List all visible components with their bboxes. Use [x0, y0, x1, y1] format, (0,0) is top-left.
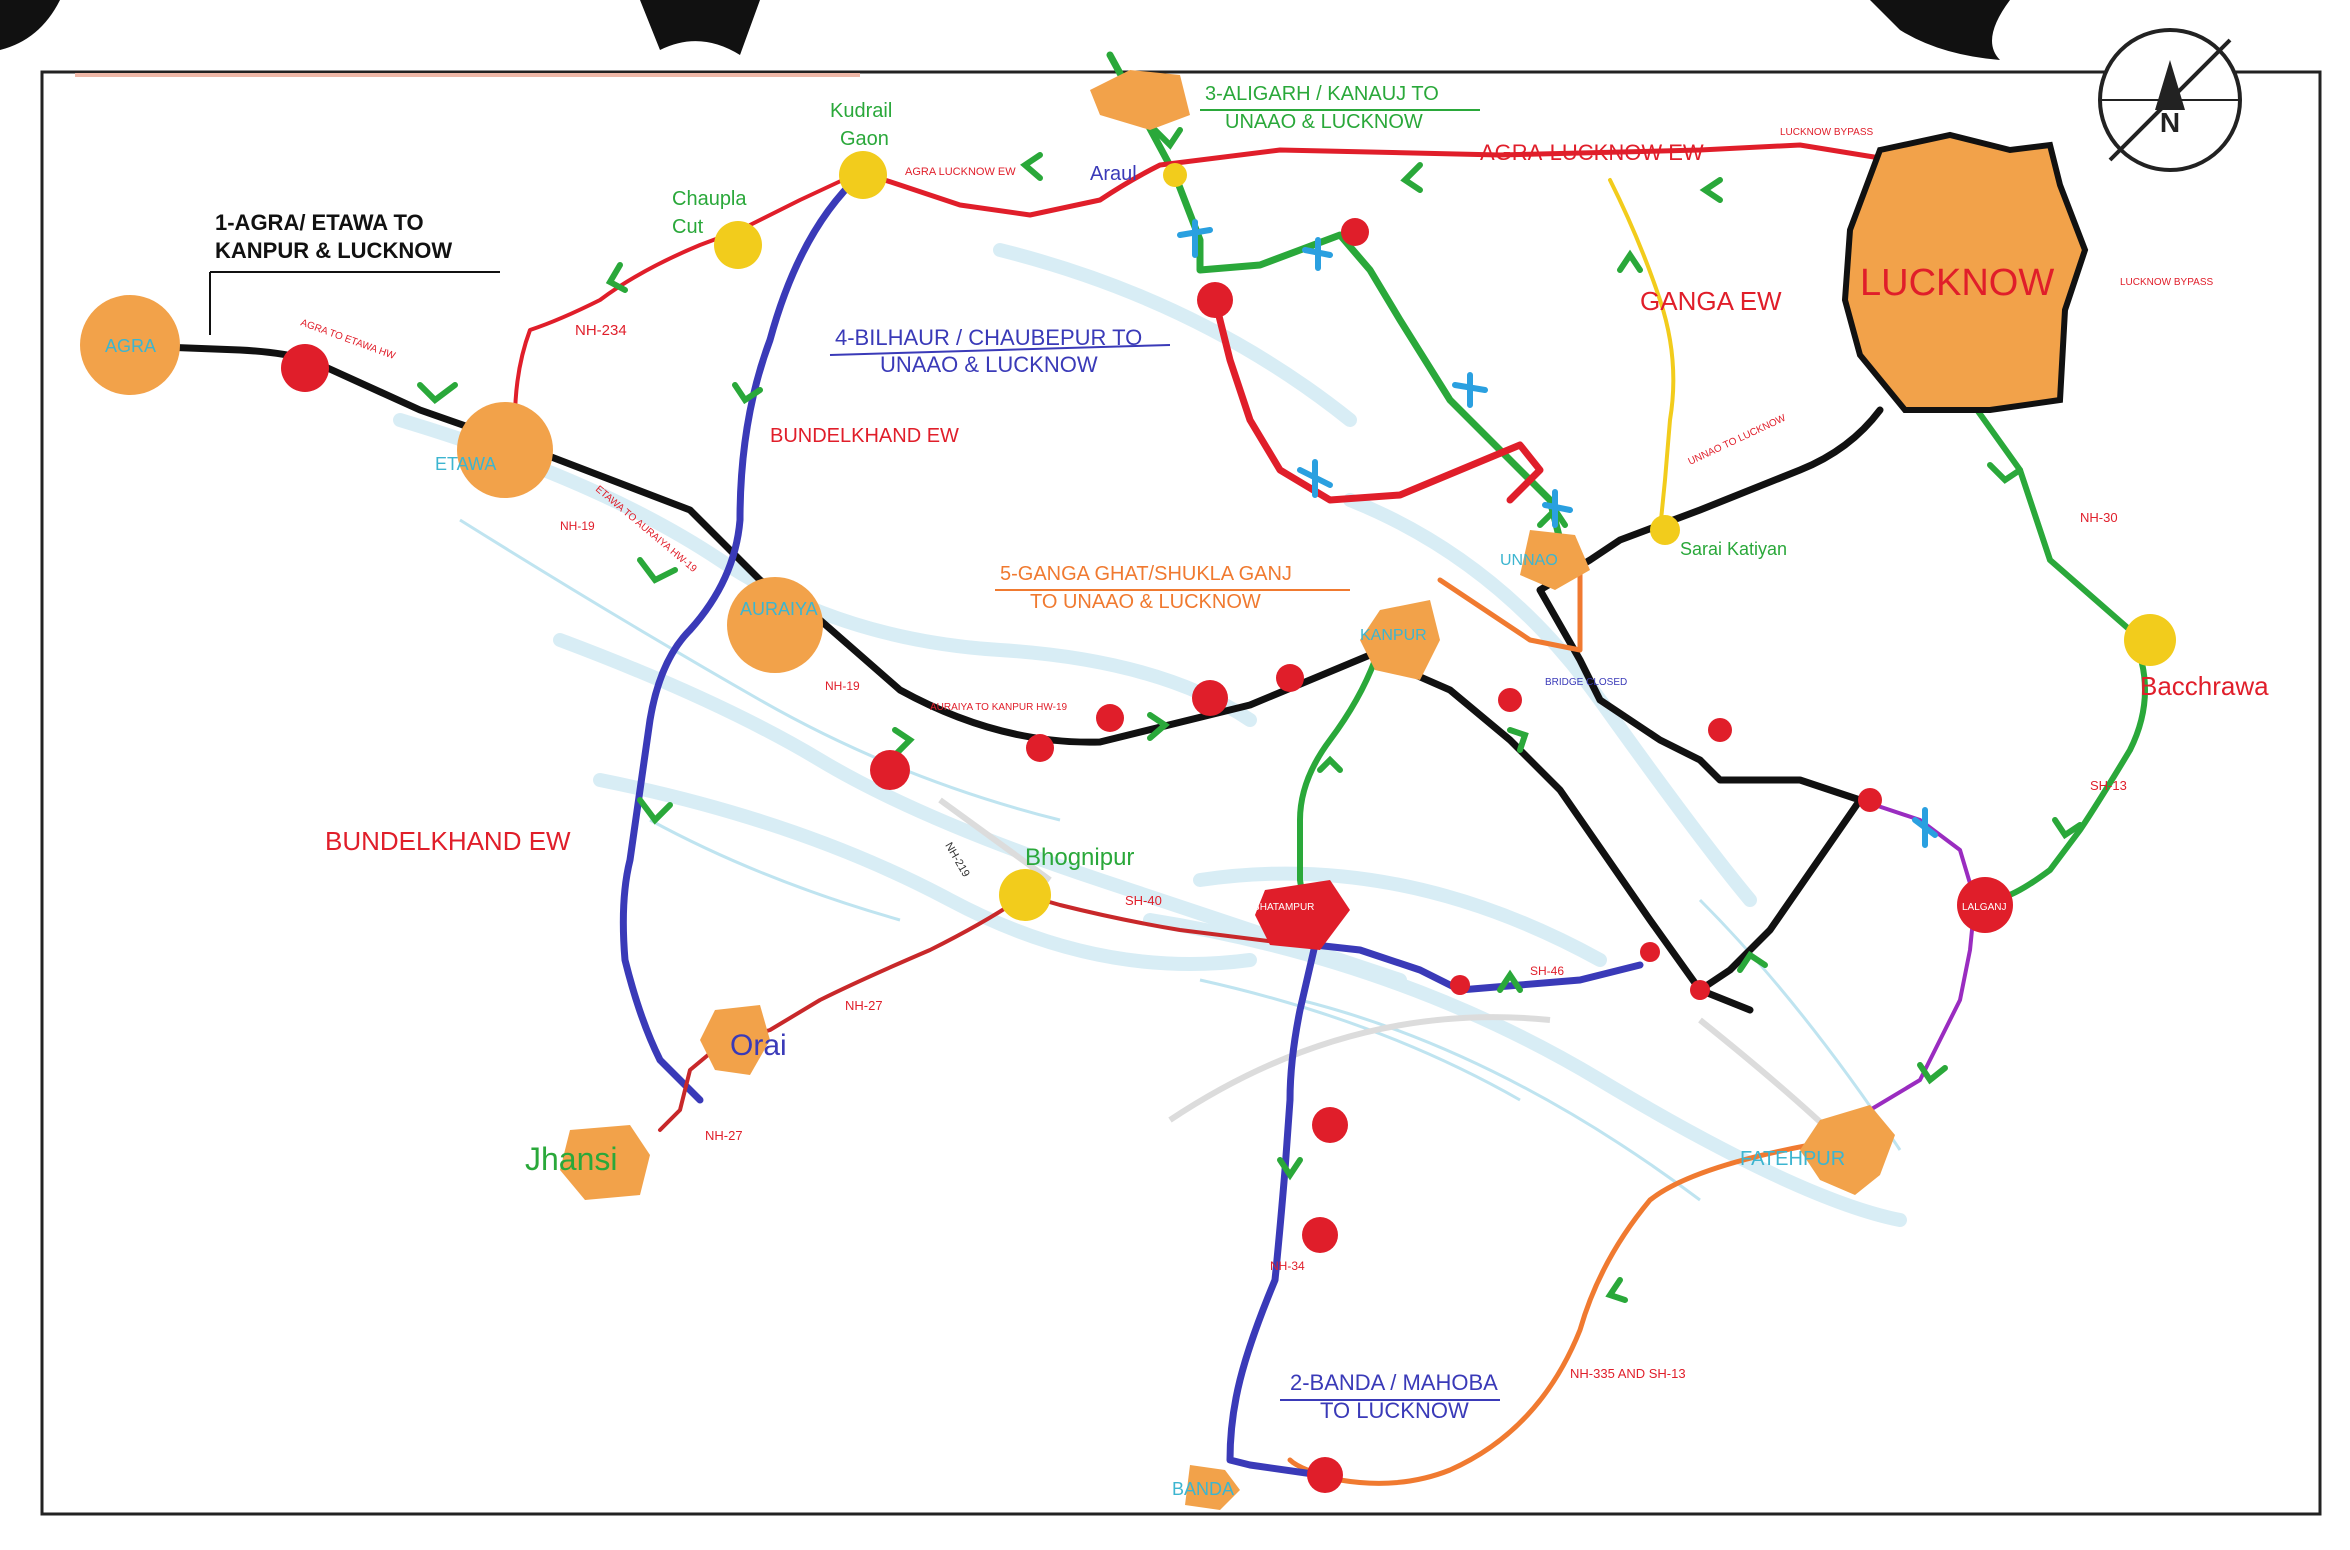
yellow-nodes — [714, 151, 2176, 921]
agra-lko-ew-small-label: AGRA LUCKNOW EW — [905, 166, 1016, 178]
route-2-subtitle: TO LUCKNOW — [1320, 1398, 1469, 1423]
etawa-city — [457, 402, 553, 498]
kanpur-city — [1360, 600, 1440, 680]
route-1-black-east — [1536, 406, 1884, 994]
fatehpur-label: FATEHPUR — [1740, 1148, 1845, 1170]
route-sh40-red — [1023, 893, 1302, 947]
nh30-label: NH-30 — [2080, 510, 2118, 525]
north-label: N — [2160, 107, 2180, 138]
auraiya-kanpur-label: AURAIYA TO KANPUR HW-19 — [930, 702, 1068, 713]
sarai-label: Sarai Katiyan — [1680, 539, 1787, 559]
header-fragment — [0, 0, 2350, 70]
nh19-a-label: NH-19 — [560, 519, 595, 533]
direction-arrows — [417, 127, 2083, 1303]
unnao-city — [1520, 530, 1590, 590]
sh46-label: SH-46 — [1530, 964, 1564, 978]
lucknow-city — [1841, 131, 2089, 413]
lalganj-label: LALGANJ — [1962, 902, 2006, 913]
agra-city — [80, 295, 180, 395]
blue-markers — [1177, 219, 1938, 848]
route-2-blue-south — [1226, 941, 1324, 1479]
route-1-subtitle: KANPUR & LUCKNOW — [215, 238, 452, 263]
kanpur-label: KANPUR — [1360, 627, 1427, 644]
nh234-label: NH-234 — [575, 322, 627, 339]
nh335-label: NH-335 AND SH-13 — [1570, 1366, 1686, 1381]
north-compass: N — [2098, 28, 2242, 172]
route-3-title: 3-ALIGARH / KANAUJ TO — [1205, 83, 1439, 105]
route-4-subtitle: UNAAO & LUCKNOW — [880, 352, 1098, 377]
route-5-title: 5-GANGA GHAT/SHUKLA GANJ — [1000, 563, 1292, 585]
route-nh27-red — [658, 893, 1027, 1132]
bundelkhand-left-label: BUNDELKHAND EW — [325, 826, 571, 856]
bhognipur-label: Bhognipur — [1025, 844, 1134, 871]
gaon-label: Gaon — [840, 128, 889, 150]
auraiya-city — [727, 577, 823, 673]
bacchrawa-label: Bacchrawa — [2140, 671, 2269, 701]
route-3-subtitle: UNAAO & LUCKNOW — [1225, 111, 1423, 133]
unnao-label: UNNAO — [1500, 552, 1558, 569]
araul-label: Araul — [1090, 163, 1137, 185]
sh40-label: SH-40 — [1125, 893, 1162, 908]
route-agra-lko-ew-red — [857, 142, 1883, 218]
auraiya-label: AURAIYA — [740, 599, 818, 619]
nh34-label: NH-34 — [1270, 1259, 1305, 1273]
fatehpur-city — [1800, 1105, 1895, 1195]
etawa-label: ETAWA — [435, 454, 496, 474]
route-2-blue — [619, 171, 864, 1104]
agra-lko-ew-label: AGRA-LUCKNOW EW — [1480, 140, 1704, 165]
lko-bypass-b-label: LUCKNOW BYPASS — [2120, 277, 2213, 288]
agra-label: AGRA — [105, 336, 156, 356]
chaupla-label: Chaupla — [672, 188, 747, 210]
cut-label: Cut — [672, 216, 704, 238]
route-5-orange — [1437, 567, 1583, 653]
banda-city — [1185, 1465, 1240, 1510]
top-city — [1090, 70, 1190, 130]
red-markers — [281, 218, 2013, 1493]
nh27-a-label: NH-27 — [845, 998, 883, 1013]
city-markers — [80, 70, 2089, 1510]
sh13-label: SH-13 — [2090, 778, 2127, 793]
minor-rivers — [459, 518, 1902, 1202]
route-1-black — [106, 341, 1754, 1014]
route-labels: 1-AGRA/ ETAWA TO KANPUR & LUCKNOW 2-BAND… — [209, 83, 1500, 1423]
nh27-b-label: NH-27 — [705, 1128, 743, 1143]
route-3-green-south — [1297, 657, 1378, 948]
ganga-ew-label: GANGA EW — [1640, 286, 1782, 316]
kudrail-label: Kudrail — [830, 100, 892, 122]
banda-label: BANDA — [1172, 1479, 1234, 1499]
route-nh234-red — [513, 170, 862, 447]
route-ganga-ew — [1608, 178, 1676, 532]
nh19-b-label: NH-19 — [825, 679, 860, 693]
bundelkhand-top-label: BUNDELKHAND EW — [770, 425, 959, 447]
route-nh335 — [1287, 1132, 1873, 1486]
route-4-red — [1211, 296, 1544, 504]
lucknow-label: LUCKNOW — [1860, 262, 2054, 304]
ghatampur-label: GHATAMPUR — [1252, 902, 1314, 913]
lko-bypass-a-label: LUCKNOW BYPASS — [1780, 127, 1873, 138]
route-1-title: 1-AGRA/ ETAWA TO — [215, 210, 424, 235]
city-labels: LUCKNOW AGRA ETAWA AURAIYA KANPUR UNNAO … — [105, 100, 2269, 1499]
ghatampur-city — [1255, 880, 1350, 950]
route-4-title: 4-BILHAUR / CHAUBEPUR TO — [835, 325, 1142, 350]
route-5-subtitle: TO UNAAO & LUCKNOW — [1030, 591, 1261, 613]
orai-label: Orai — [730, 1029, 787, 1062]
bridge-closed-label: BRIDGE CLOSED — [1545, 677, 1627, 688]
jhansi-city — [560, 1125, 650, 1200]
route-2-title: 2-BANDA / MAHOBA — [1290, 1370, 1498, 1395]
orai-city — [700, 1005, 770, 1075]
jhansi-label: Jhansi — [525, 1141, 618, 1177]
